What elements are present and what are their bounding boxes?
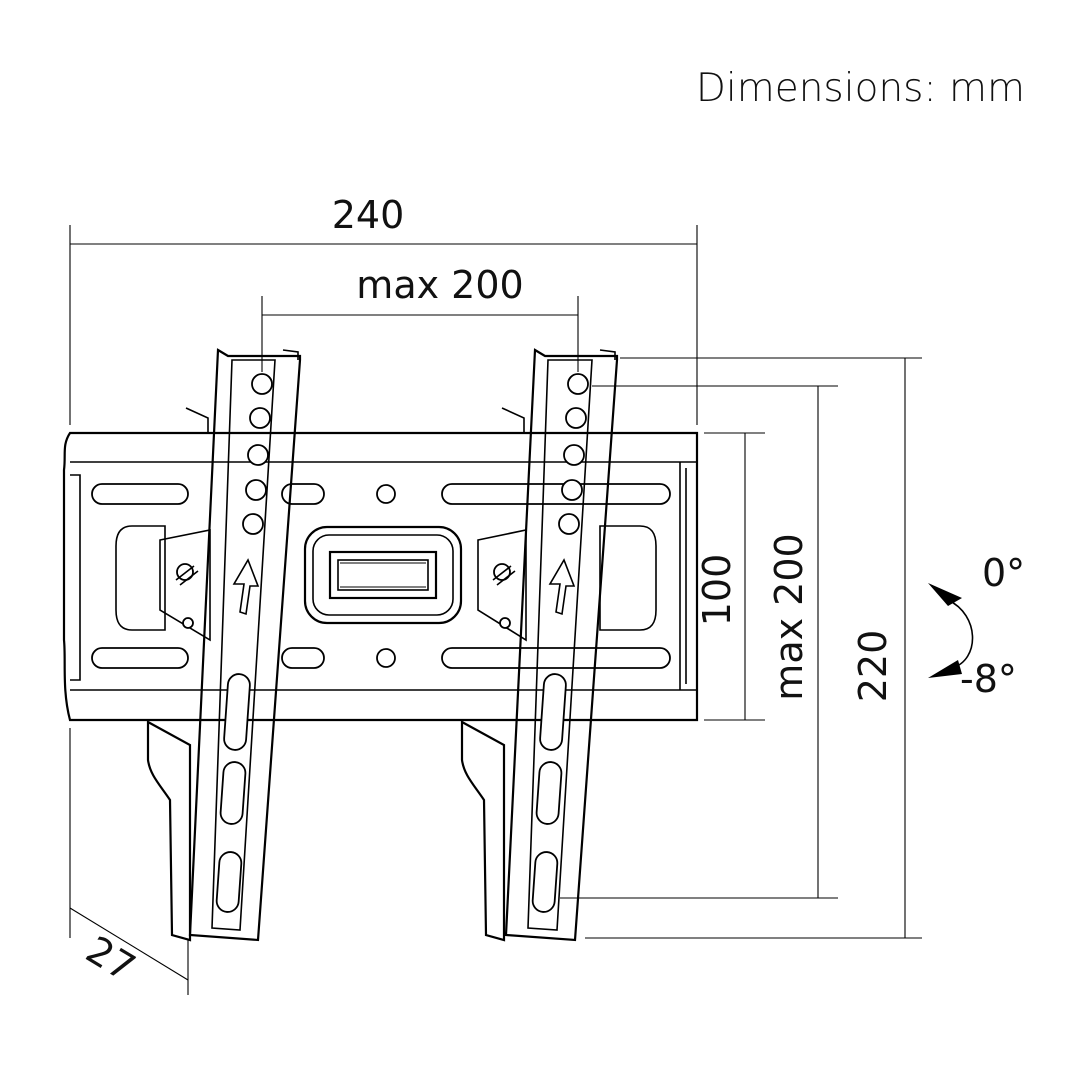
dimension-lines	[69, 225, 974, 995]
dim-plate-height: 100	[695, 554, 739, 627]
right-arm	[460, 348, 619, 942]
dim-total-height: 220	[851, 630, 895, 703]
tilt-upper-label: 0°	[982, 551, 1025, 595]
left-arm	[146, 348, 302, 942]
dim-hole-spacing-v: max 200	[767, 533, 811, 700]
dim-hole-spacing-h: max 200	[356, 263, 523, 307]
tilt-lower-label: -8°	[960, 657, 1017, 701]
dim-depth: 27	[79, 928, 143, 991]
units-label: Dimensions: mm	[695, 66, 1025, 111]
wall-plate	[62, 431, 699, 722]
dim-total-width: 240	[332, 193, 405, 237]
